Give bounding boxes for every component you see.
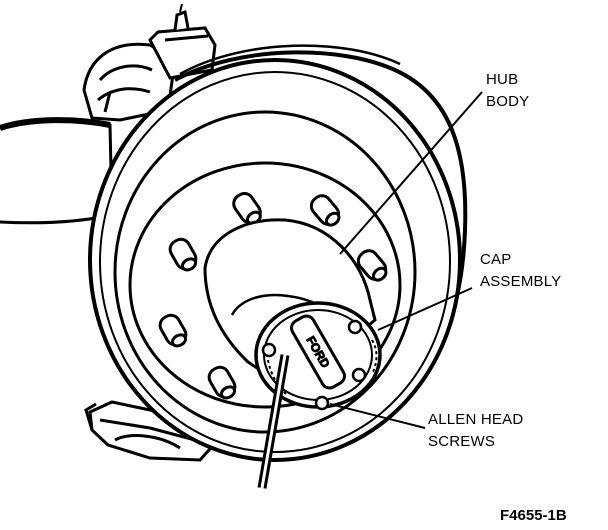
caliper-top <box>82 3 217 122</box>
svg-text:HUB: HUB <box>486 71 518 88</box>
allen-head-screws <box>261 319 367 411</box>
wheel-stud <box>168 237 198 272</box>
wheel-stud <box>356 249 388 282</box>
allen-wrench <box>257 354 290 489</box>
allen-screw <box>261 342 277 358</box>
svg-text:BODY: BODY <box>486 93 529 110</box>
svg-text:ASSEMBLY: ASSEMBLY <box>480 273 561 290</box>
svg-text:ALLEN HEAD: ALLEN HEAD <box>428 411 523 428</box>
caliper-bottom <box>84 400 221 462</box>
figure-id: F4655-1B <box>500 507 567 524</box>
allen-screw <box>314 395 330 411</box>
wheel-stud <box>207 365 237 400</box>
leader-lines <box>329 91 483 429</box>
allen-screw <box>347 319 363 335</box>
wheel-studs <box>158 192 388 400</box>
label-hub-body: HUB BODY <box>486 71 529 110</box>
wheel-stud <box>158 313 188 348</box>
allen-screw <box>351 367 367 383</box>
label-cap-assembly: CAP ASSEMBLY <box>480 251 561 290</box>
label-allen-head-screws: ALLEN HEAD SCREWS <box>428 411 523 450</box>
svg-text:SCREWS: SCREWS <box>428 433 495 450</box>
wheel-stud <box>309 194 341 227</box>
svg-text:CAP: CAP <box>480 251 511 268</box>
